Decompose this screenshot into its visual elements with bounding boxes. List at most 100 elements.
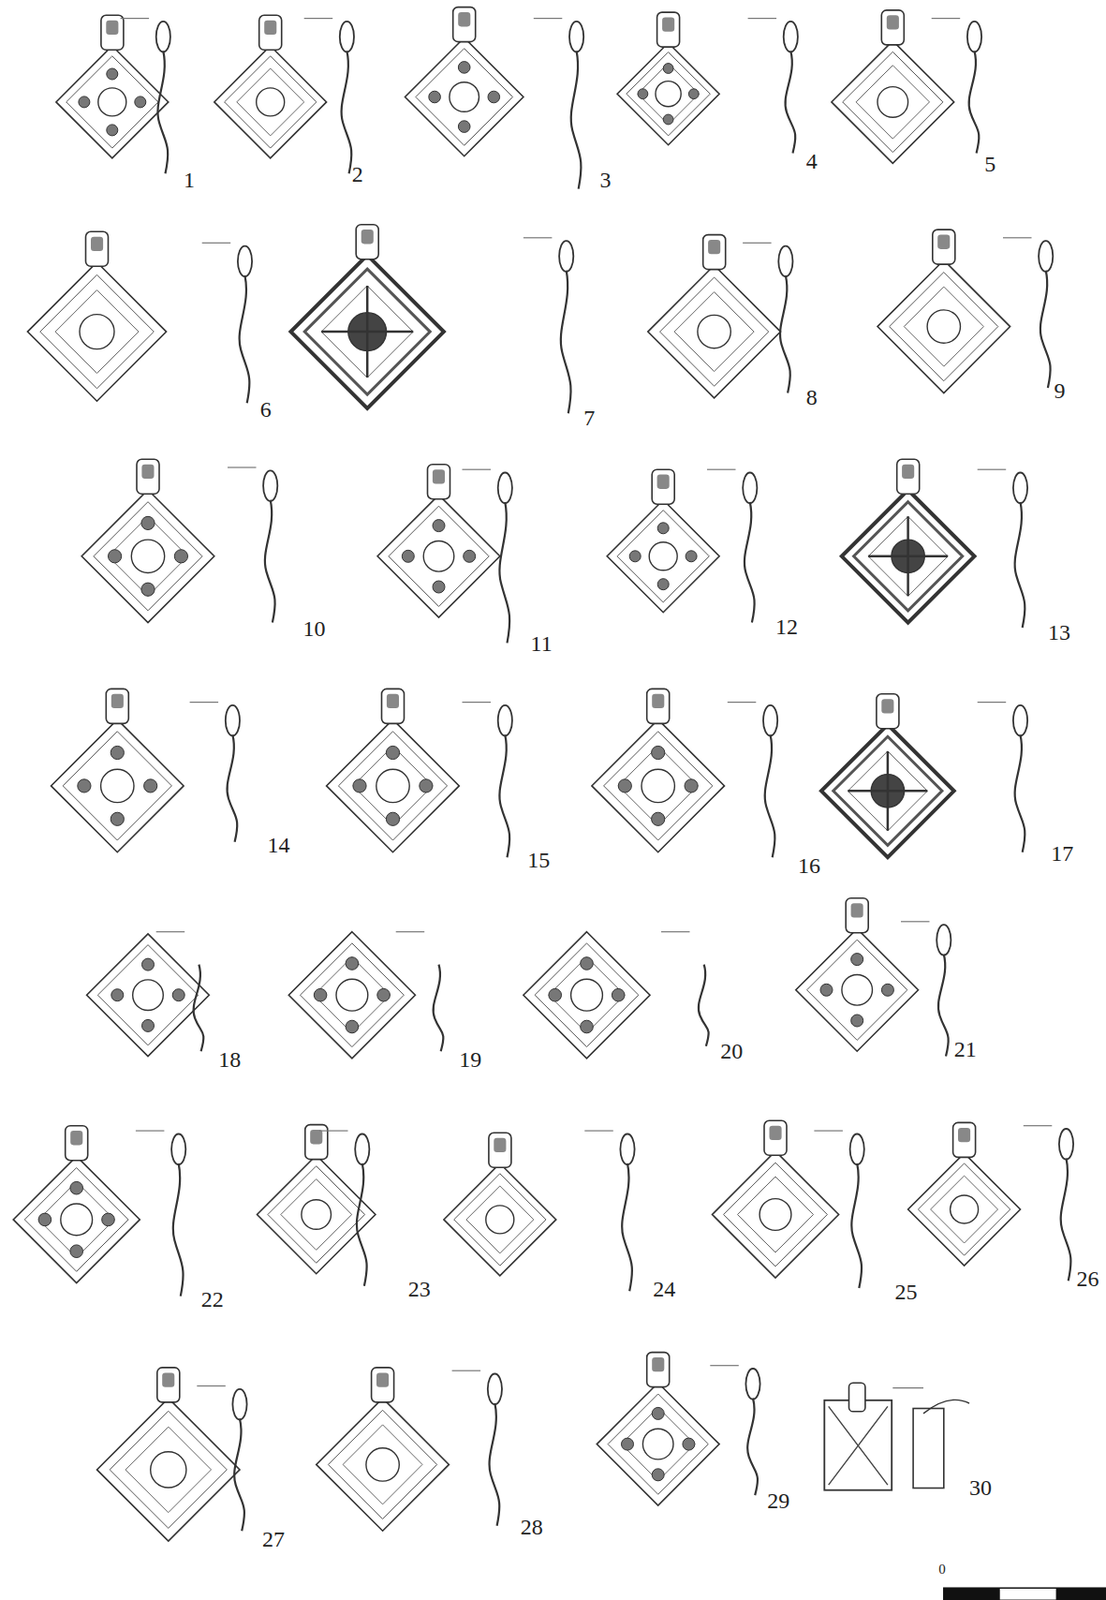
pendant-boss — [697, 314, 731, 348]
pendant-border — [66, 56, 159, 148]
loop-hole — [376, 1371, 389, 1387]
pendant-dot — [172, 988, 185, 1002]
callout-number: 1 — [183, 168, 195, 192]
callout-number: 9 — [1053, 379, 1065, 402]
pendant-dot — [651, 811, 665, 826]
pendant-profile — [747, 1398, 758, 1496]
pendant-outline — [824, 1400, 892, 1490]
pendant-dot — [820, 983, 833, 996]
pendant-dot — [385, 811, 399, 826]
loop-hole — [881, 698, 894, 713]
profile-tick — [727, 701, 757, 703]
profile-loop — [171, 1134, 186, 1165]
profile-tick — [227, 466, 257, 468]
pendant-border — [24, 1167, 129, 1272]
pendant-outline — [326, 719, 460, 853]
pendant-dot — [682, 1437, 695, 1450]
pendant-profile — [698, 964, 709, 1047]
loop-hole — [111, 693, 124, 708]
loop-hole — [386, 693, 399, 708]
pendant-dot — [881, 983, 894, 996]
pendant-inner — [466, 1185, 534, 1254]
profile-tick — [319, 1129, 349, 1131]
pendant-outline — [712, 1150, 840, 1278]
callout-number: 28 — [520, 1515, 544, 1538]
callout-number: 23 — [408, 1277, 431, 1300]
pendant-border — [93, 501, 203, 611]
pendant-border — [338, 731, 447, 841]
pendant-outline — [377, 494, 501, 618]
loop-hole — [958, 1127, 971, 1142]
pendant-profile — [1040, 270, 1051, 388]
pendant-boss — [642, 1428, 674, 1460]
pendant-inner — [108, 516, 189, 596]
pendant-dot — [685, 550, 697, 562]
pendant-boss — [950, 1194, 979, 1224]
pendant-profile — [234, 1417, 245, 1531]
pendant-loop — [647, 1352, 670, 1387]
pendant-inner — [321, 285, 413, 378]
loop-hole — [851, 902, 864, 917]
pendant-profile — [913, 1408, 944, 1489]
callout-number: 15 — [527, 848, 550, 871]
profile-loop — [763, 705, 778, 737]
profile-tick — [584, 1129, 614, 1131]
pendant-profile — [785, 51, 797, 154]
profile-tick — [396, 930, 426, 932]
profile-tick — [661, 930, 691, 932]
pendant-border — [62, 731, 172, 841]
profile-tick — [202, 242, 232, 244]
profile-tick — [892, 1386, 924, 1388]
pendant-outline — [81, 489, 215, 623]
pendant-outline — [443, 1163, 557, 1276]
pendant-outline — [316, 1398, 450, 1532]
pendant-profile — [341, 51, 353, 175]
pendant-dot — [111, 988, 124, 1002]
pendant-loop — [897, 458, 920, 494]
callout-number: 11 — [530, 632, 553, 655]
profile-loop — [923, 1399, 970, 1414]
pendant-dot — [353, 779, 367, 793]
pendant-dot — [141, 582, 155, 596]
scale-bar — [943, 1587, 1106, 1600]
profile-tick — [156, 930, 186, 932]
pendant-loop — [86, 231, 109, 266]
pendant-boss — [60, 1203, 93, 1236]
pendant-loop — [65, 1125, 89, 1161]
pendant-dot — [102, 1212, 116, 1226]
pendant-boss — [423, 541, 455, 573]
pendant-loop — [305, 1124, 328, 1160]
callout-number: 14 — [266, 833, 290, 856]
pendant-loop — [849, 1382, 866, 1412]
profile-loop — [1059, 1128, 1074, 1160]
profile-loop — [498, 472, 513, 504]
pendant-dot — [110, 811, 124, 826]
pendant-dot — [38, 1212, 52, 1226]
pendant-border — [388, 505, 489, 606]
pendant-outline — [288, 931, 415, 1059]
pendant-dot — [77, 779, 91, 793]
profile-loop — [778, 246, 793, 278]
pendant-profile — [1015, 501, 1026, 628]
pendant-outline — [591, 719, 725, 853]
profile-loop — [156, 21, 171, 53]
pendant-dot — [385, 745, 399, 759]
pendant-border — [889, 272, 999, 382]
loop-hole — [651, 1356, 664, 1372]
pendant-dot — [684, 779, 698, 793]
callout-number: 17 — [1050, 841, 1074, 865]
pendant-inner — [125, 1426, 212, 1513]
pendant-border — [833, 736, 943, 845]
profile-loop — [1038, 240, 1053, 272]
profile-loop — [569, 21, 584, 53]
scale-label: 0 — [938, 1562, 946, 1577]
pendant-dot — [651, 745, 665, 759]
pendant-inner — [38, 1180, 115, 1257]
pendant-loop — [382, 688, 405, 723]
pendant-dot — [637, 88, 649, 100]
pendant-dot — [463, 549, 476, 562]
profile-loop — [339, 21, 354, 53]
pendant-border — [267, 1165, 366, 1264]
callout-number: 25 — [894, 1280, 917, 1303]
pendant-inner — [637, 63, 699, 125]
